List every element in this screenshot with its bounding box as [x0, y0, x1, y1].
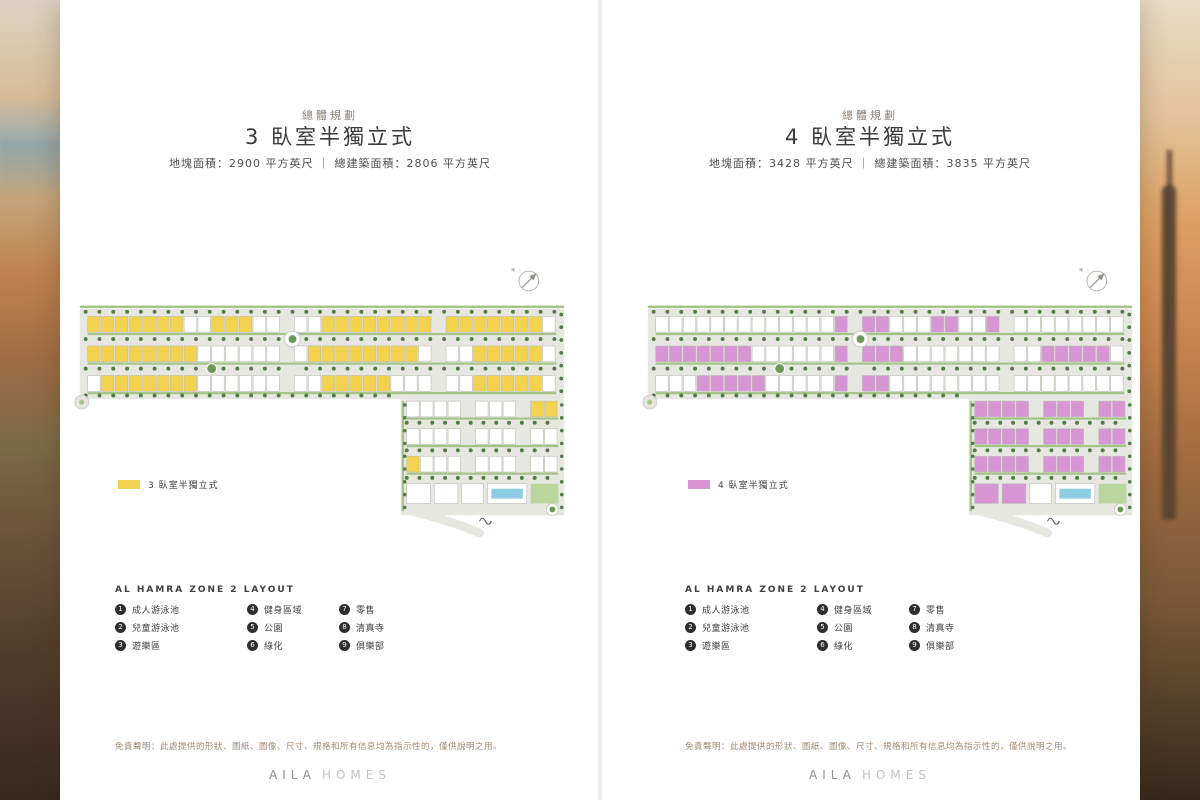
legend-item: 9 俱樂部	[339, 639, 431, 652]
photo-tower-silhouette	[1162, 185, 1176, 520]
page-4-bedroom: 總體規劃 4 臥室半獨立式 地塊面積：3428 平方英尺 ｜ 總建築面積：383…	[600, 0, 1140, 800]
page-title: 3 臥室半獨立式	[244, 125, 416, 149]
site-plan-svg: *	[642, 267, 1133, 538]
legend-item-label: 兒童游泳池	[702, 624, 750, 634]
legend-item-label: 公園	[834, 624, 854, 634]
svg-text:*: *	[1079, 267, 1084, 277]
legend-item-label: 成人游泳池	[132, 606, 180, 616]
legend-label: 4 臥室半獨立式	[718, 481, 789, 491]
legend-item: 8 清真寺	[909, 621, 1001, 634]
legend-item: 6 綠化	[817, 639, 909, 652]
legend-item-label: 清真寺	[926, 624, 955, 634]
legend-item: 2 兒童游泳池	[685, 621, 817, 634]
legend-item-number: 8	[909, 622, 920, 633]
legend-item-label: 綠化	[834, 642, 854, 652]
zone-layout-legend: 1 成人游泳池 2 兒童游泳池 3 遊樂區 4 健身區域 5 公園 6 綠化 7 零售 8 清真寺 9 俱樂部	[115, 603, 431, 652]
page-3-bedroom: 總體規劃 3 臥室半獨立式 地塊面積：2900 平方英尺 ｜ 總建築面積：280…	[60, 0, 600, 800]
area-specs: 地塊面積：3428 平方英尺 ｜ 總建築面積：3835 平方英尺	[709, 157, 1031, 170]
legend-item-number: 6	[247, 640, 258, 651]
legend-item-number: 1	[685, 604, 696, 615]
brand-logo-secondary: HOMES	[861, 768, 931, 782]
legend-item-number: 9	[339, 640, 350, 651]
legend-item: 9 俱樂部	[909, 639, 1001, 652]
background-photo-left	[0, 0, 60, 800]
legend-item-label: 遊樂區	[702, 642, 731, 652]
legend-item-number: 2	[685, 622, 696, 633]
legend-color-swatch	[118, 480, 140, 489]
legend-item-label: 公園	[264, 624, 284, 634]
legend-item-number: 3	[685, 640, 696, 651]
zone-layout-title: AL HAMRA ZONE 2 LAYOUT	[685, 585, 865, 595]
disclaimer-text: 免責聲明：此處提供的形狀、圖紙、圖像、尺寸、規格和所有信息均為指示性的，僅供說明…	[115, 742, 503, 752]
legend-item-label: 清真寺	[356, 624, 385, 634]
legend-item-label: 兒童游泳池	[132, 624, 180, 634]
legend-item-label: 零售	[356, 606, 376, 616]
legend-item-label: 綠化	[264, 642, 284, 652]
legend-item-number: 4	[247, 604, 258, 615]
legend-item-number: 5	[817, 622, 828, 633]
legend-item: 7 零售	[909, 603, 1001, 616]
unit-type-legend: 4 臥室半獨立式	[688, 478, 789, 491]
legend-item: 4 健身區域	[247, 603, 339, 616]
legend-item-number: 2	[115, 622, 126, 633]
legend-item-number: 5	[247, 622, 258, 633]
brand-logo: AILA HOMES	[600, 768, 1140, 782]
legend-item: 5 公園	[817, 621, 909, 634]
legend-item-label: 遊樂區	[132, 642, 161, 652]
site-plan-map: *	[66, 263, 578, 551]
legend-item-number: 7	[339, 604, 350, 615]
legend-item: 8 清真寺	[339, 621, 431, 634]
legend-column: 7 零售 8 清真寺 9 俱樂部	[339, 603, 431, 652]
page-title: 4 臥室半獨立式	[784, 125, 956, 149]
brand-logo-secondary: HOMES	[321, 768, 391, 782]
legend-column: 1 成人游泳池 2 兒童游泳池 3 遊樂區	[685, 603, 817, 652]
legend-item: 4 健身區域	[817, 603, 909, 616]
photo-tower-spire	[1167, 150, 1172, 195]
legend-item-label: 俱樂部	[926, 642, 955, 652]
legend-item-number: 3	[115, 640, 126, 651]
legend-item-number: 9	[909, 640, 920, 651]
brand-logo-primary: AILA	[809, 768, 856, 782]
legend-column: 1 成人游泳池 2 兒童游泳池 3 遊樂區	[115, 603, 247, 652]
site-plan-svg: *	[74, 267, 565, 538]
section-overtitle: 總體規劃	[842, 109, 898, 122]
legend-item: 5 公園	[247, 621, 339, 634]
legend-item-number: 8	[339, 622, 350, 633]
brochure-spread: 總體規劃 3 臥室半獨立式 地塊面積：2900 平方英尺 ｜ 總建築面積：280…	[60, 0, 1140, 800]
legend-item: 1 成人游泳池	[685, 603, 817, 616]
legend-column: 4 健身區域 5 公園 6 綠化	[817, 603, 909, 652]
legend-item-label: 俱樂部	[356, 642, 385, 652]
page-gutter-divider	[598, 0, 602, 800]
zone-layout-title: AL HAMRA ZONE 2 LAYOUT	[115, 585, 295, 595]
svg-text:*: *	[511, 267, 516, 277]
legend-column: 7 零售 8 清真寺 9 俱樂部	[909, 603, 1001, 652]
background-photo-right	[1140, 0, 1200, 800]
zone-layout-legend: 1 成人游泳池 2 兒童游泳池 3 遊樂區 4 健身區域 5 公園 6 綠化 7 零售 8 清真寺 9 俱樂部	[685, 603, 1001, 652]
legend-item: 1 成人游泳池	[115, 603, 247, 616]
legend-item-number: 6	[817, 640, 828, 651]
legend-column: 4 健身區域 5 公園 6 綠化	[247, 603, 339, 652]
legend-item: 3 遊樂區	[685, 639, 817, 652]
area-specs: 地塊面積：2900 平方英尺 ｜ 總建築面積：2806 平方英尺	[169, 157, 491, 170]
legend-item: 7 零售	[339, 603, 431, 616]
legend-color-swatch	[688, 480, 710, 489]
brand-logo-primary: AILA	[269, 768, 316, 782]
photo-water-detail	[0, 140, 60, 200]
legend-item-label: 健身區域	[264, 606, 303, 616]
legend-item-label: 成人游泳池	[702, 606, 750, 616]
legend-item: 6 綠化	[247, 639, 339, 652]
unit-type-legend: 3 臥室半獨立式	[118, 478, 219, 491]
legend-item: 2 兒童游泳池	[115, 621, 247, 634]
disclaimer-text: 免責聲明：此處提供的形狀、圖紙、圖像、尺寸、規格和所有信息均為指示性的，僅供說明…	[685, 742, 1073, 752]
site-plan-map: *	[634, 263, 1146, 551]
legend-label: 3 臥室半獨立式	[148, 481, 219, 491]
legend-item-number: 1	[115, 604, 126, 615]
legend-item-number: 4	[817, 604, 828, 615]
legend-item-label: 零售	[926, 606, 946, 616]
legend-item-number: 7	[909, 604, 920, 615]
section-overtitle: 總體規劃	[302, 109, 358, 122]
legend-item: 3 遊樂區	[115, 639, 247, 652]
brand-logo: AILA HOMES	[60, 768, 600, 782]
legend-item-label: 健身區域	[834, 606, 873, 616]
